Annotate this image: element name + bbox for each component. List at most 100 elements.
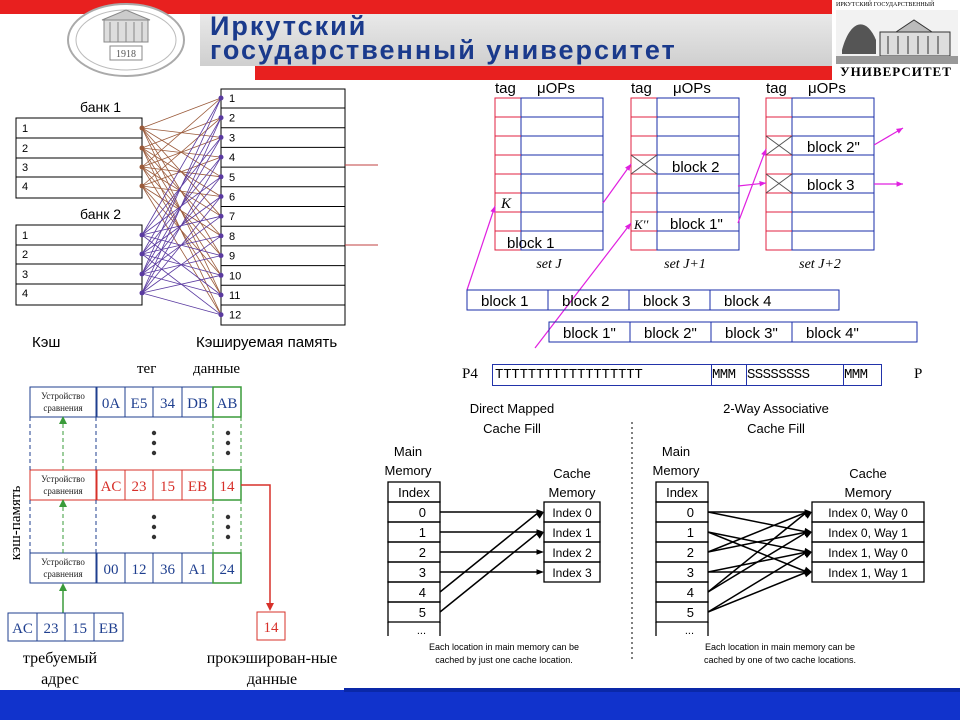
header-red-bar xyxy=(0,0,832,14)
dm-note-2: cached by just one cache location. xyxy=(435,655,573,665)
wa-mem-cell xyxy=(655,501,709,523)
address-cell-value: EB xyxy=(99,621,118,637)
wa-cache-label: Index 0, Way 0 xyxy=(828,506,908,520)
result-arrow-head xyxy=(266,603,274,611)
wa-mapping-arrow xyxy=(707,571,808,613)
dm-mapping-arrow-head xyxy=(536,569,544,575)
trace-row-2-block: block 4" xyxy=(806,325,859,342)
university-seal-icon: 1918 xyxy=(67,3,185,77)
bank1-title: банк 1 xyxy=(80,99,121,115)
memory-row-6: 6 xyxy=(229,192,235,204)
comparator-label-1: Устройство xyxy=(41,391,85,401)
bank-port-dot xyxy=(139,125,145,131)
memory-row-8: 8 xyxy=(229,231,235,243)
dm-main-mem-2: Memory xyxy=(385,463,432,478)
bank-port-dot xyxy=(139,145,145,151)
bank-port-dot xyxy=(139,164,145,170)
memory-port-dot xyxy=(218,134,224,140)
dm-cache-label: Index 2 xyxy=(552,546,592,560)
dm-mem-cell xyxy=(387,501,441,523)
comparator-label-1: Устройство xyxy=(41,474,85,484)
wa-mapping-arrow xyxy=(707,531,808,593)
result-label-2: данные xyxy=(247,671,297,688)
compare-arrow-head xyxy=(59,499,67,507)
wa-mem-index: 2 xyxy=(687,545,694,560)
address-cell-value: AC xyxy=(12,621,33,637)
trace-arrow xyxy=(737,148,767,224)
cache-cell-value: 36 xyxy=(160,562,176,578)
trace-row-1-block: block 1 xyxy=(481,293,529,310)
wa-cache-label: Index 0, Way 1 xyxy=(828,526,908,540)
memory-row-12: 12 xyxy=(229,310,241,322)
cache-cell-value: 00 xyxy=(104,562,119,578)
bank-port-dot xyxy=(139,232,145,238)
bank-mapping-line xyxy=(141,185,222,197)
dm-mem-index: 4 xyxy=(419,585,426,600)
wa-cache-mem-2: Memory xyxy=(845,485,892,500)
cache-cell-value: 14 xyxy=(220,479,236,495)
trace-arrow-head xyxy=(625,164,631,171)
trace-row-1-block: block 2 xyxy=(562,293,610,310)
bank-mapping-line xyxy=(141,185,222,276)
wa-title-1: 2-Way Associative xyxy=(723,401,829,416)
trace-arrow xyxy=(602,163,632,204)
header-title-line2: государственный университет xyxy=(210,35,677,65)
trace-arrow-head xyxy=(896,181,903,187)
trace-row-2-block: block 3" xyxy=(725,325,778,342)
address-cell-value: 23 xyxy=(44,621,59,637)
bank2-row-3: 3 xyxy=(22,269,28,281)
wa-note-1: Each location in main memory can be xyxy=(705,642,855,652)
seq-t: TTTTTTTTTTTTTTTTTT xyxy=(493,365,712,385)
photo-caption-bottom: УНИВЕРСИТЕТ xyxy=(840,64,952,79)
memory-row-7: 7 xyxy=(229,211,235,223)
ellipsis-dot xyxy=(151,534,157,540)
result-arrow xyxy=(241,484,271,605)
cache-cell-value: A1 xyxy=(188,562,206,578)
bank-mapping-line xyxy=(141,97,222,236)
dm-cache-mem-2: Memory xyxy=(549,485,596,500)
seal-year: 1918 xyxy=(116,49,136,60)
wa-mem-index: 4 xyxy=(687,585,694,600)
trace-arrow-head xyxy=(490,206,496,213)
bank2-row-4: 4 xyxy=(22,288,28,300)
cache-cell-value: DB xyxy=(187,396,208,412)
trace-arrow-head xyxy=(896,128,903,134)
memory-row-2: 2 xyxy=(229,113,235,125)
dm-mem-cell xyxy=(387,601,441,623)
cache-cell-value: 0A xyxy=(102,396,121,412)
wa-mem-cell xyxy=(655,521,709,543)
addr-label-1: требуемый xyxy=(23,650,98,667)
footer-bar-shade xyxy=(344,688,960,692)
bank1-row-3: 3 xyxy=(22,162,28,174)
tag-header: tag xyxy=(495,80,516,97)
dm-mem-index: 5 xyxy=(419,605,426,620)
bank-mapping-line xyxy=(141,117,222,187)
cache-fill-diagram: Direct Mapped Cache Fill 2-Way Associati… xyxy=(385,401,925,665)
dm-mapping-arrow xyxy=(439,531,540,613)
memory-port-dot xyxy=(218,95,224,101)
wa-mem-cell xyxy=(655,601,709,623)
dm-cache-label: Index 3 xyxy=(552,566,592,580)
dm-mapping-arrow-head xyxy=(536,512,544,519)
bank-mapping-line xyxy=(141,292,222,316)
uop-sequence: P4 TTTTTTTTTTTTTTTTTT MMM SSSSSSSS MMM P xyxy=(462,364,932,386)
memory-label: Кэшируемая память xyxy=(196,334,337,351)
bank-mapping-line xyxy=(141,97,222,275)
header-title-line1: Иркутский xyxy=(210,11,368,41)
ellipsis-dot xyxy=(151,514,157,520)
trace-arrow-head xyxy=(759,180,766,187)
bank2-row-2: 2 xyxy=(22,249,28,261)
dm-mapping-arrow-head xyxy=(536,549,544,555)
bank-port-dot xyxy=(139,290,145,296)
tag-header: tag xyxy=(766,80,787,97)
cache-label: Кэш xyxy=(32,334,60,351)
header-banner: 1918 Иркутский государственный университ… xyxy=(0,0,960,80)
memory-row-5: 5 xyxy=(229,172,235,184)
bank-mapping-line xyxy=(141,156,222,294)
cache-memory-side-label: кэш-память xyxy=(8,486,24,561)
uops-header: μOPs xyxy=(673,80,711,97)
cache-cell-value: AB xyxy=(217,396,238,412)
wa-mem-cell xyxy=(655,541,709,563)
trace-row-1-block: block 3 xyxy=(643,293,691,310)
